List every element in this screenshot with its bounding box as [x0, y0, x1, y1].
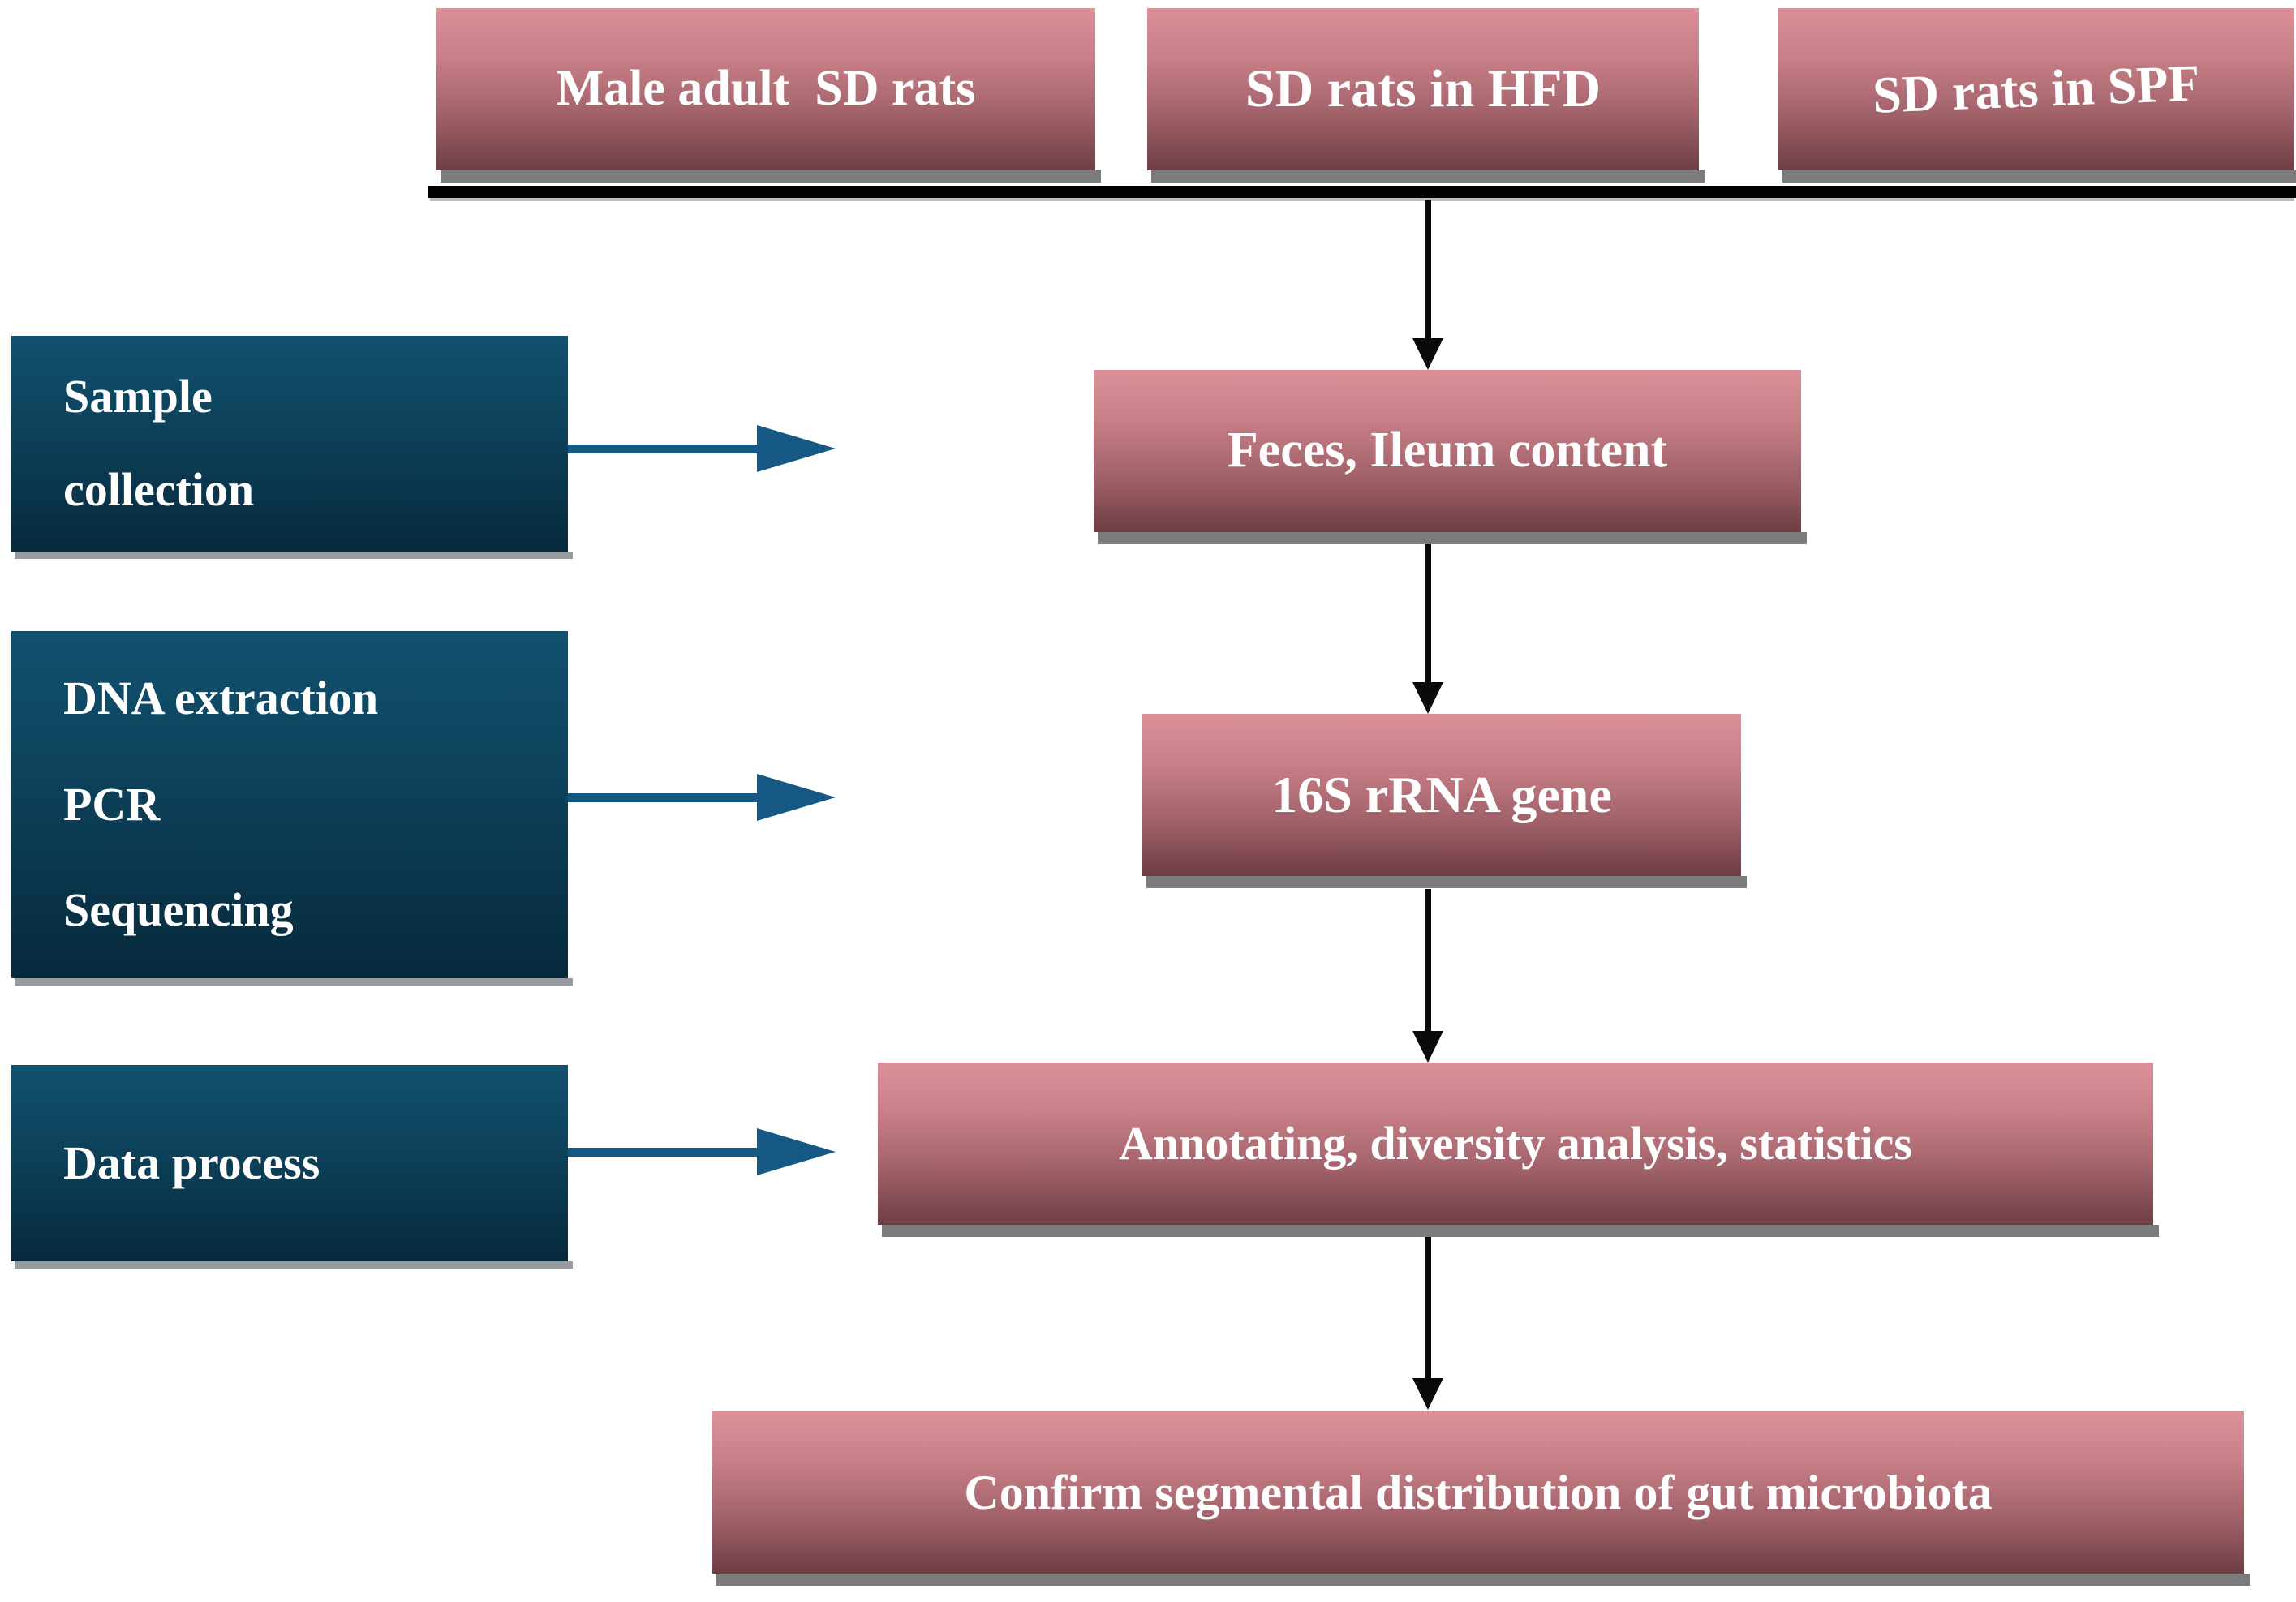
flow-box-confirm-segmental-distribution-label: Confirm segmental distribution of gut mi…: [964, 1465, 1993, 1519]
flow-arrow-down-2-stem: [1425, 542, 1431, 682]
flow-arrow-down-1-stem: [1425, 200, 1431, 338]
group-box-sd-rats-hfd-label: SD rats in HFD: [1245, 58, 1602, 118]
flow-arrow-down-4: [1412, 1231, 1444, 1410]
step-arrow-data-process-stem: [568, 1147, 757, 1157]
down-arrowhead-icon: [1412, 1378, 1443, 1410]
step-box-data-process-line: Data process: [63, 1136, 320, 1189]
flow-arrow-down-2: [1412, 542, 1444, 714]
step-box-dna-extraction-pcr-sequencing: DNA extraction PCR Sequencing: [11, 631, 573, 986]
flow-arrow-down-3-stem: [1425, 889, 1431, 1031]
step-arrow-data-process: [568, 1128, 836, 1175]
right-arrowhead-icon: [757, 774, 836, 821]
flow-arrow-down-3: [1412, 889, 1444, 1063]
flow-box-confirm-segmental-distribution: Confirm segmental distribution of gut mi…: [712, 1411, 2250, 1586]
step-arrow-sample-collection-stem: [568, 444, 757, 453]
step-box-sample-collection: Sample collection: [11, 336, 573, 559]
flow-arrow-down-4-stem: [1425, 1231, 1431, 1378]
flow-box-annotating-diversity-statistics-label: Annotating, diversity analysis, statisti…: [1118, 1116, 1912, 1170]
flow-box-16s-rrna-gene-label: 16S rRNA gene: [1271, 766, 1612, 823]
top-divider-line: [428, 186, 2296, 198]
step-box-data-process: Data process: [11, 1065, 573, 1269]
group-box-sd-rats-spf: SD rats in SPF: [1778, 8, 2296, 183]
group-box-male-adult-sd-rats: Male adult SD rats: [436, 8, 1101, 183]
flow-arrow-down-1: [1412, 200, 1444, 370]
flow-box-16s-rrna-gene: 16S rRNA gene: [1142, 714, 1747, 888]
down-arrowhead-icon: [1412, 682, 1443, 714]
step-arrow-dna-extraction-stem: [568, 792, 757, 802]
right-arrowhead-icon: [757, 1128, 836, 1175]
step-box-sample-collection-line2: collection: [63, 463, 255, 517]
flow-box-annotating-diversity-statistics: Annotating, diversity analysis, statisti…: [878, 1063, 2159, 1237]
group-box-sd-rats-spf-label: SD rats in SPF: [1871, 54, 2201, 124]
step-box-sample-collection-line1: Sample: [63, 370, 213, 423]
group-box-sd-rats-hfd: SD rats in HFD: [1147, 8, 1705, 183]
group-box-male-adult-sd-rats-label: Male adult SD rats: [556, 61, 976, 117]
step-box-sequencing-line: Sequencing: [63, 883, 294, 937]
down-arrowhead-icon: [1412, 1031, 1443, 1063]
step-box-pcr-line: PCR: [63, 777, 161, 831]
flow-box-feces-ileum-content-label: Feces, Ileum content: [1227, 423, 1668, 479]
flow-box-feces-ileum-content: Feces, Ileum content: [1094, 370, 1807, 544]
step-arrow-dna-extraction: [568, 774, 836, 821]
step-box-dna-extraction-line: DNA extraction: [63, 672, 379, 725]
right-arrowhead-icon: [757, 425, 836, 472]
down-arrowhead-icon: [1412, 338, 1443, 370]
step-arrow-sample-collection: [568, 425, 836, 472]
